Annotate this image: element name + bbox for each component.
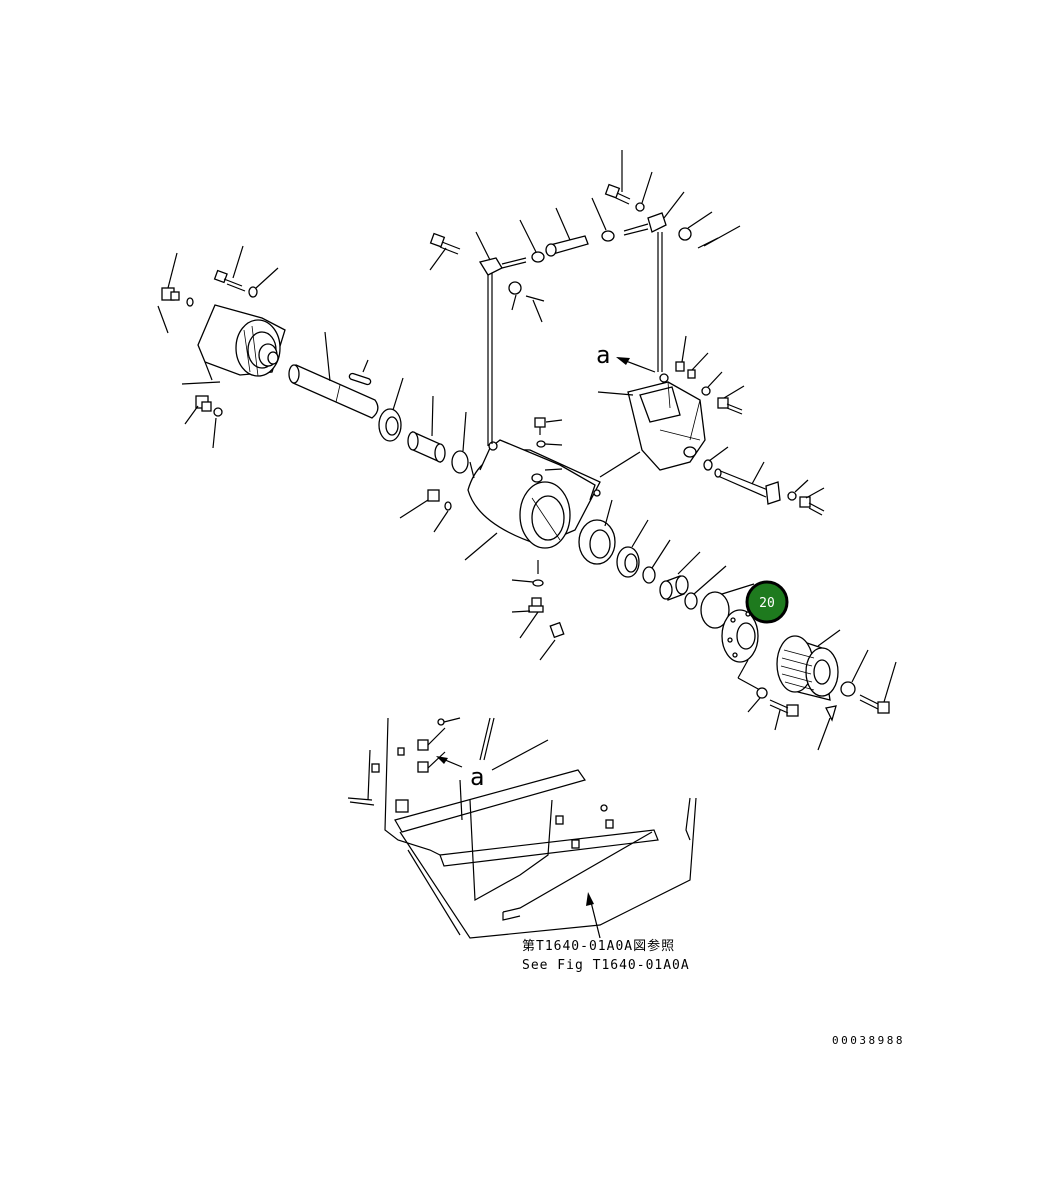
left-bolt-top	[213, 245, 246, 292]
left-housing-assembly	[197, 304, 286, 381]
o-ring-large	[700, 583, 755, 629]
reference-arrow	[586, 892, 601, 939]
callout-20[interactable]: 20	[745, 580, 789, 624]
left-lower-fitting	[181, 381, 223, 449]
flange-bolt	[747, 687, 799, 731]
shaft	[288, 331, 379, 419]
lower-nut-pin	[508, 281, 545, 323]
right-bracket	[597, 373, 706, 478]
drawing-number: 00038988	[832, 1034, 905, 1047]
bearing-right	[578, 499, 616, 565]
rod-end-right	[623, 191, 685, 236]
rod-end-left	[475, 231, 527, 276]
pulley	[776, 629, 841, 701]
linkage-rod-right	[657, 232, 663, 372]
top-bolt-right	[604, 150, 653, 212]
reference-note-jp: 第T1640-01A0A図参照	[522, 938, 675, 954]
view-arrow-a-top	[616, 357, 656, 373]
top-nut-1	[519, 219, 545, 263]
pulley-cone	[817, 705, 837, 751]
bracket-small-parts	[675, 335, 745, 415]
view-label-a-bottom: a	[470, 763, 484, 791]
view-arrow-a-bottom	[436, 756, 463, 768]
spacer-sleeve	[407, 395, 446, 464]
bushing	[659, 551, 701, 601]
housing-bolt-left	[399, 489, 452, 533]
bearing-left	[378, 377, 404, 442]
pulley-washer	[840, 649, 869, 697]
top-bolt-left	[429, 232, 461, 271]
linkage-rod-left	[487, 272, 493, 446]
top-nut-2	[591, 197, 615, 242]
view-label-a-top: a	[596, 341, 610, 369]
top-pin	[545, 207, 589, 257]
housing-plug-top	[534, 417, 563, 471]
o-ring-mid	[684, 565, 727, 610]
machine-frame	[347, 717, 697, 939]
cover-flange	[721, 609, 761, 691]
central-housing	[464, 439, 601, 561]
shaft-key	[348, 359, 372, 386]
bracket-pin	[703, 446, 825, 516]
left-grease-fitting	[157, 252, 194, 334]
callout-20-label: 20	[759, 596, 775, 611]
o-ring-small	[642, 539, 671, 584]
housing-bottom-fittings	[511, 560, 565, 661]
seal-ring	[616, 519, 649, 578]
reference-note-en: See Fig T1640-01A0A	[522, 958, 690, 973]
left-washer-top	[248, 267, 279, 298]
pulley-bolt	[859, 661, 897, 714]
top-nut-3	[678, 211, 741, 249]
o-ring-left	[451, 411, 469, 474]
